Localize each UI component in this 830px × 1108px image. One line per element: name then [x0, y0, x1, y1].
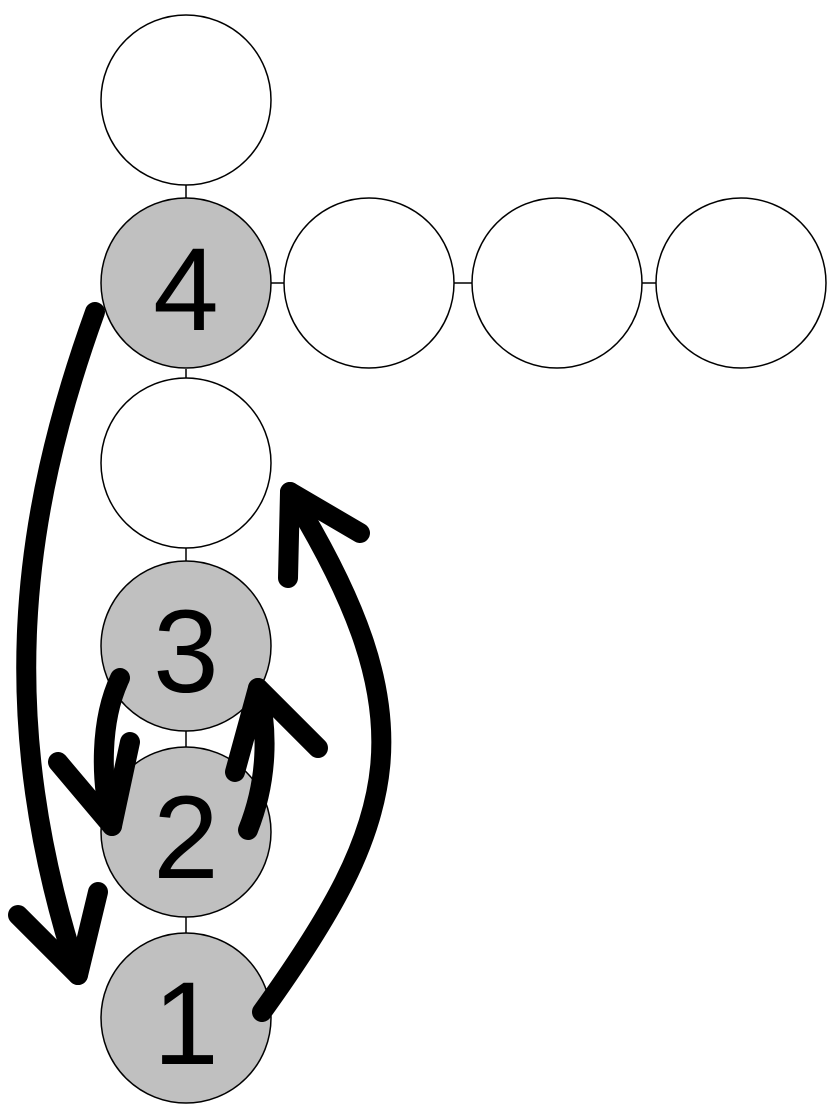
- arrowhead-3-to-2: [48, 732, 140, 836]
- connectors: [185, 185, 657, 935]
- arrowhead-2-to-3: [225, 678, 328, 782]
- node-2: [100, 746, 272, 918]
- empty-node-row-3: [655, 197, 827, 369]
- node-4-label: 4: [153, 224, 219, 356]
- empty-node-below-4: [100, 377, 272, 549]
- node-3-label: 3: [153, 586, 219, 718]
- node-2-label: 2: [153, 772, 219, 904]
- node-1-label: 1: [153, 958, 219, 1090]
- empty-node-top: [100, 14, 272, 186]
- node-3: [100, 560, 272, 732]
- arrow-1-to-empty: [252, 482, 392, 1022]
- empty-node-row-2: [471, 197, 643, 369]
- arrow-4-to-1: [16, 302, 105, 985]
- node-1: [100, 932, 272, 1104]
- node-4: [100, 197, 272, 369]
- arrowhead-1-to-empty: [278, 482, 370, 588]
- empty-node-row-1: [283, 197, 455, 369]
- arrowhead-4-to-1: [8, 882, 108, 985]
